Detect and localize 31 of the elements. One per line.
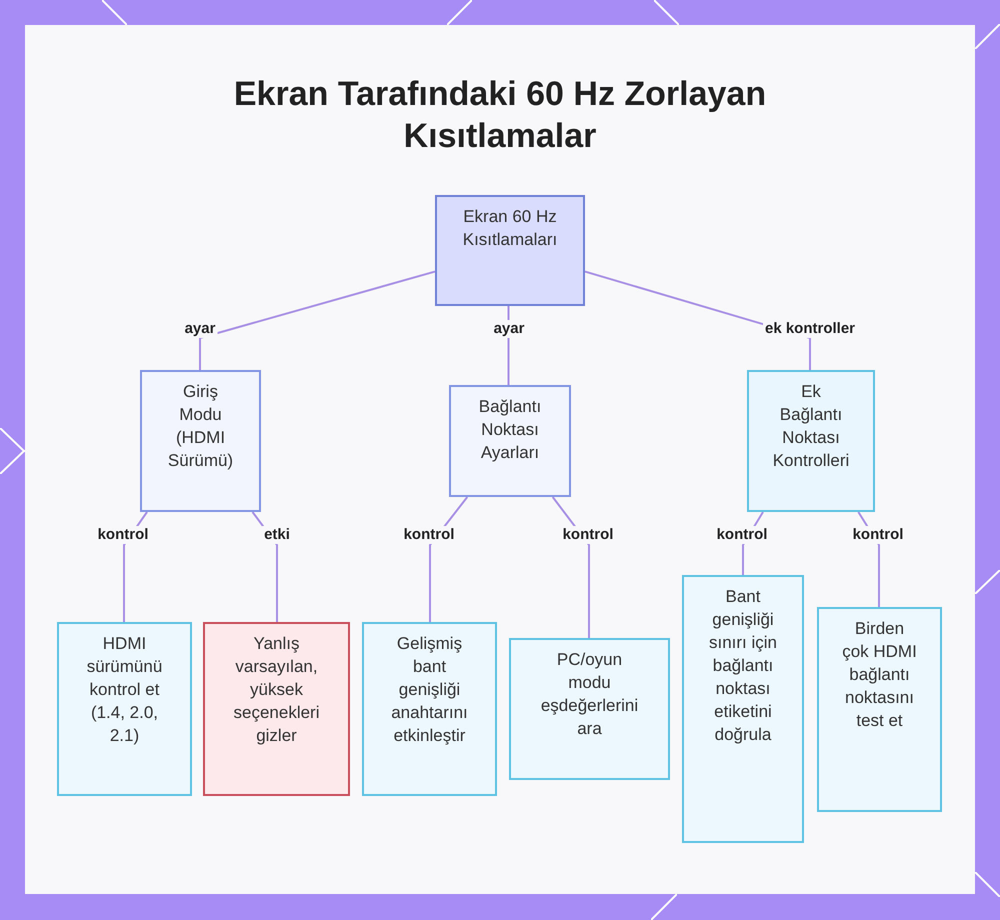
connector-line xyxy=(199,270,436,370)
category-box xyxy=(449,385,571,497)
category-box xyxy=(747,370,875,512)
diagram-title: Ekran Tarafındaki 60 Hz Zorlayan Kısıtlamalar xyxy=(232,74,768,157)
box-text: Bağlantı Noktası Ayarları xyxy=(478,396,542,464)
edge-label: ayar xyxy=(492,320,526,338)
connector-line xyxy=(552,496,590,638)
edge-label: kontrol xyxy=(560,526,616,544)
task-box xyxy=(362,622,497,796)
box-text: HDMI sürümünü kontrol et (1.4, 2.0, 2.1) xyxy=(86,633,164,747)
box-text: Bant genişliği sınırı için bağlantı noktası etiketini doğrula xyxy=(708,586,778,746)
root-box xyxy=(435,195,585,306)
edge-label: kontrol xyxy=(850,526,906,544)
warning-box xyxy=(203,622,350,796)
box-text: Giriş Modu (HDMI Sürümü) xyxy=(166,381,234,472)
box-text: Yanlış varsayılan, yüksek seçenekleri gizler xyxy=(232,633,320,747)
box-text: Ek Bağlantı Noktası Kontrolleri xyxy=(772,381,850,472)
edge-label: kontrol xyxy=(714,526,770,544)
category-box xyxy=(140,370,261,512)
edge-label: etki xyxy=(262,526,292,544)
edge-label: kontrol xyxy=(96,526,150,544)
box-text: Gelişmiş bant genişliği anahtarını etkinleştir xyxy=(390,633,469,747)
box-text: PC/oyun modu eşdeğerlerini ara xyxy=(540,649,640,740)
box-text: Birden çok HDMI bağlantı noktasını test et xyxy=(841,618,918,732)
edge-label: ek kontroller xyxy=(762,320,858,338)
task-box xyxy=(57,622,192,796)
task-box xyxy=(682,575,804,843)
task-box xyxy=(817,607,942,812)
edge-label: kontrol xyxy=(402,526,456,544)
task-box xyxy=(509,638,670,780)
box-text: Ekran 60 Hz Kısıtlamaları xyxy=(462,206,558,251)
